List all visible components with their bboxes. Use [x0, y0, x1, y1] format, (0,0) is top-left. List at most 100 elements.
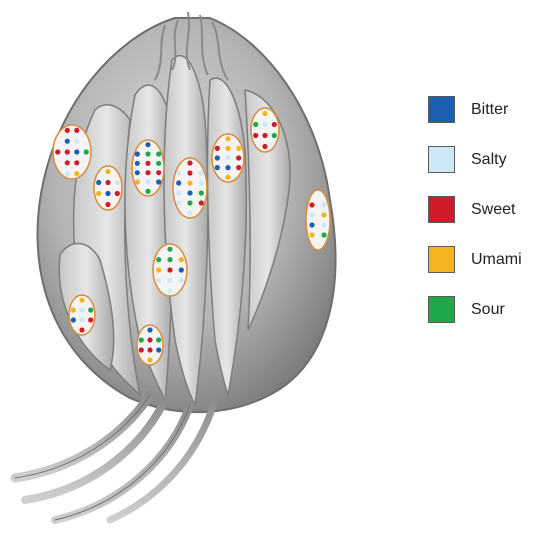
receptor-dot	[74, 149, 79, 154]
receptor-dot	[84, 149, 89, 154]
receptor-dot	[187, 170, 192, 175]
receptor-cluster	[94, 166, 122, 210]
receptor-dot	[262, 144, 267, 149]
receptor-dot	[187, 200, 192, 205]
receptor-dot	[156, 257, 161, 262]
receptor-dot	[74, 139, 79, 144]
receptor-dot	[156, 267, 161, 272]
receptor-dot	[187, 160, 192, 165]
receptor-dot	[179, 267, 184, 272]
receptor-dot	[74, 160, 79, 165]
receptor-dot	[139, 337, 144, 342]
receptor-dot	[215, 165, 220, 170]
receptor-dot	[187, 180, 192, 185]
receptor-dot	[74, 171, 79, 176]
receptor-dot	[145, 179, 150, 184]
receptor-dot	[262, 133, 267, 138]
receptor-dot	[55, 149, 60, 154]
legend-label-salty: Salty	[471, 150, 507, 170]
bitter-swatch	[428, 96, 455, 123]
receptor-cluster	[212, 134, 244, 182]
legend-item-sour: Sour	[428, 296, 533, 346]
receptor-dot	[147, 327, 152, 332]
receptor-dot	[262, 122, 267, 127]
receptor-dot	[321, 202, 326, 207]
receptor-dot	[309, 222, 314, 227]
receptor-dot	[176, 200, 181, 205]
receptor-dot	[199, 190, 204, 195]
receptor-dot	[65, 139, 70, 144]
nerve-fibers	[15, 395, 215, 520]
receptor-dot	[253, 133, 258, 138]
receptor-dot	[167, 267, 172, 272]
receptor-dot	[139, 347, 144, 352]
receptor-dot	[88, 307, 93, 312]
receptor-dot	[105, 191, 110, 196]
receptor-dot	[236, 146, 241, 151]
receptor-dot	[321, 232, 326, 237]
receptor-dot	[65, 160, 70, 165]
receptor-dot	[156, 170, 161, 175]
receptor-dot	[79, 297, 84, 302]
receptor-dot	[321, 222, 326, 227]
receptor-dot	[167, 288, 172, 293]
legend-label-umami: Umami	[471, 250, 522, 270]
legend-item-sweet: Sweet	[428, 196, 533, 246]
receptor-dot	[199, 200, 204, 205]
receptor-dot	[74, 128, 79, 133]
receptor-dot	[176, 170, 181, 175]
legend-item-umami: Umami	[428, 246, 533, 296]
legend-label-bitter: Bitter	[471, 100, 508, 120]
receptor-dot	[105, 169, 110, 174]
receptor-dot	[187, 210, 192, 215]
receptor-dot	[156, 179, 161, 184]
receptor-dot	[176, 190, 181, 195]
receptor-dot	[225, 155, 230, 160]
receptor-dot	[309, 232, 314, 237]
umami-swatch	[428, 246, 455, 273]
receptor-dot	[167, 278, 172, 283]
receptor-dot	[225, 165, 230, 170]
receptor-dot	[156, 161, 161, 166]
receptor-dot	[71, 317, 76, 322]
receptor-dot	[156, 347, 161, 352]
receptor-dot	[65, 149, 70, 154]
receptor-dot	[145, 142, 150, 147]
legend-item-salty: Salty	[428, 146, 533, 196]
receptor-dot	[88, 317, 93, 322]
receptor-cluster	[132, 140, 164, 196]
receptor-dot	[176, 180, 181, 185]
receptor-dot	[145, 151, 150, 156]
salty-swatch	[428, 146, 455, 173]
receptor-dot	[65, 171, 70, 176]
receptor-dot	[135, 170, 140, 175]
receptor-dot	[225, 175, 230, 180]
receptor-cluster	[173, 158, 207, 218]
receptor-dot	[147, 347, 152, 352]
receptor-dot	[156, 337, 161, 342]
sweet-swatch	[428, 196, 455, 223]
receptor-dot	[115, 180, 120, 185]
receptor-dot	[309, 212, 314, 217]
receptor-cluster	[53, 125, 91, 179]
receptor-dot	[145, 161, 150, 166]
receptor-dot	[105, 180, 110, 185]
receptor-dot	[199, 170, 204, 175]
legend-item-bitter: Bitter	[428, 96, 533, 146]
receptor-dot	[156, 151, 161, 156]
receptor-dot	[145, 189, 150, 194]
receptor-dot	[179, 257, 184, 262]
receptor-dot	[135, 161, 140, 166]
receptor-dot	[79, 307, 84, 312]
sour-swatch	[428, 296, 455, 323]
receptor-dot	[236, 165, 241, 170]
receptor-dot	[79, 317, 84, 322]
receptor-cluster	[69, 295, 95, 335]
receptor-dot	[309, 202, 314, 207]
receptor-dot	[167, 257, 172, 262]
receptor-dot	[187, 190, 192, 195]
receptor-dot	[147, 357, 152, 362]
receptor-dot	[115, 191, 120, 196]
receptor-dot	[96, 191, 101, 196]
taste-legend: Bitter Salty Sweet Umami Sour	[428, 96, 533, 346]
